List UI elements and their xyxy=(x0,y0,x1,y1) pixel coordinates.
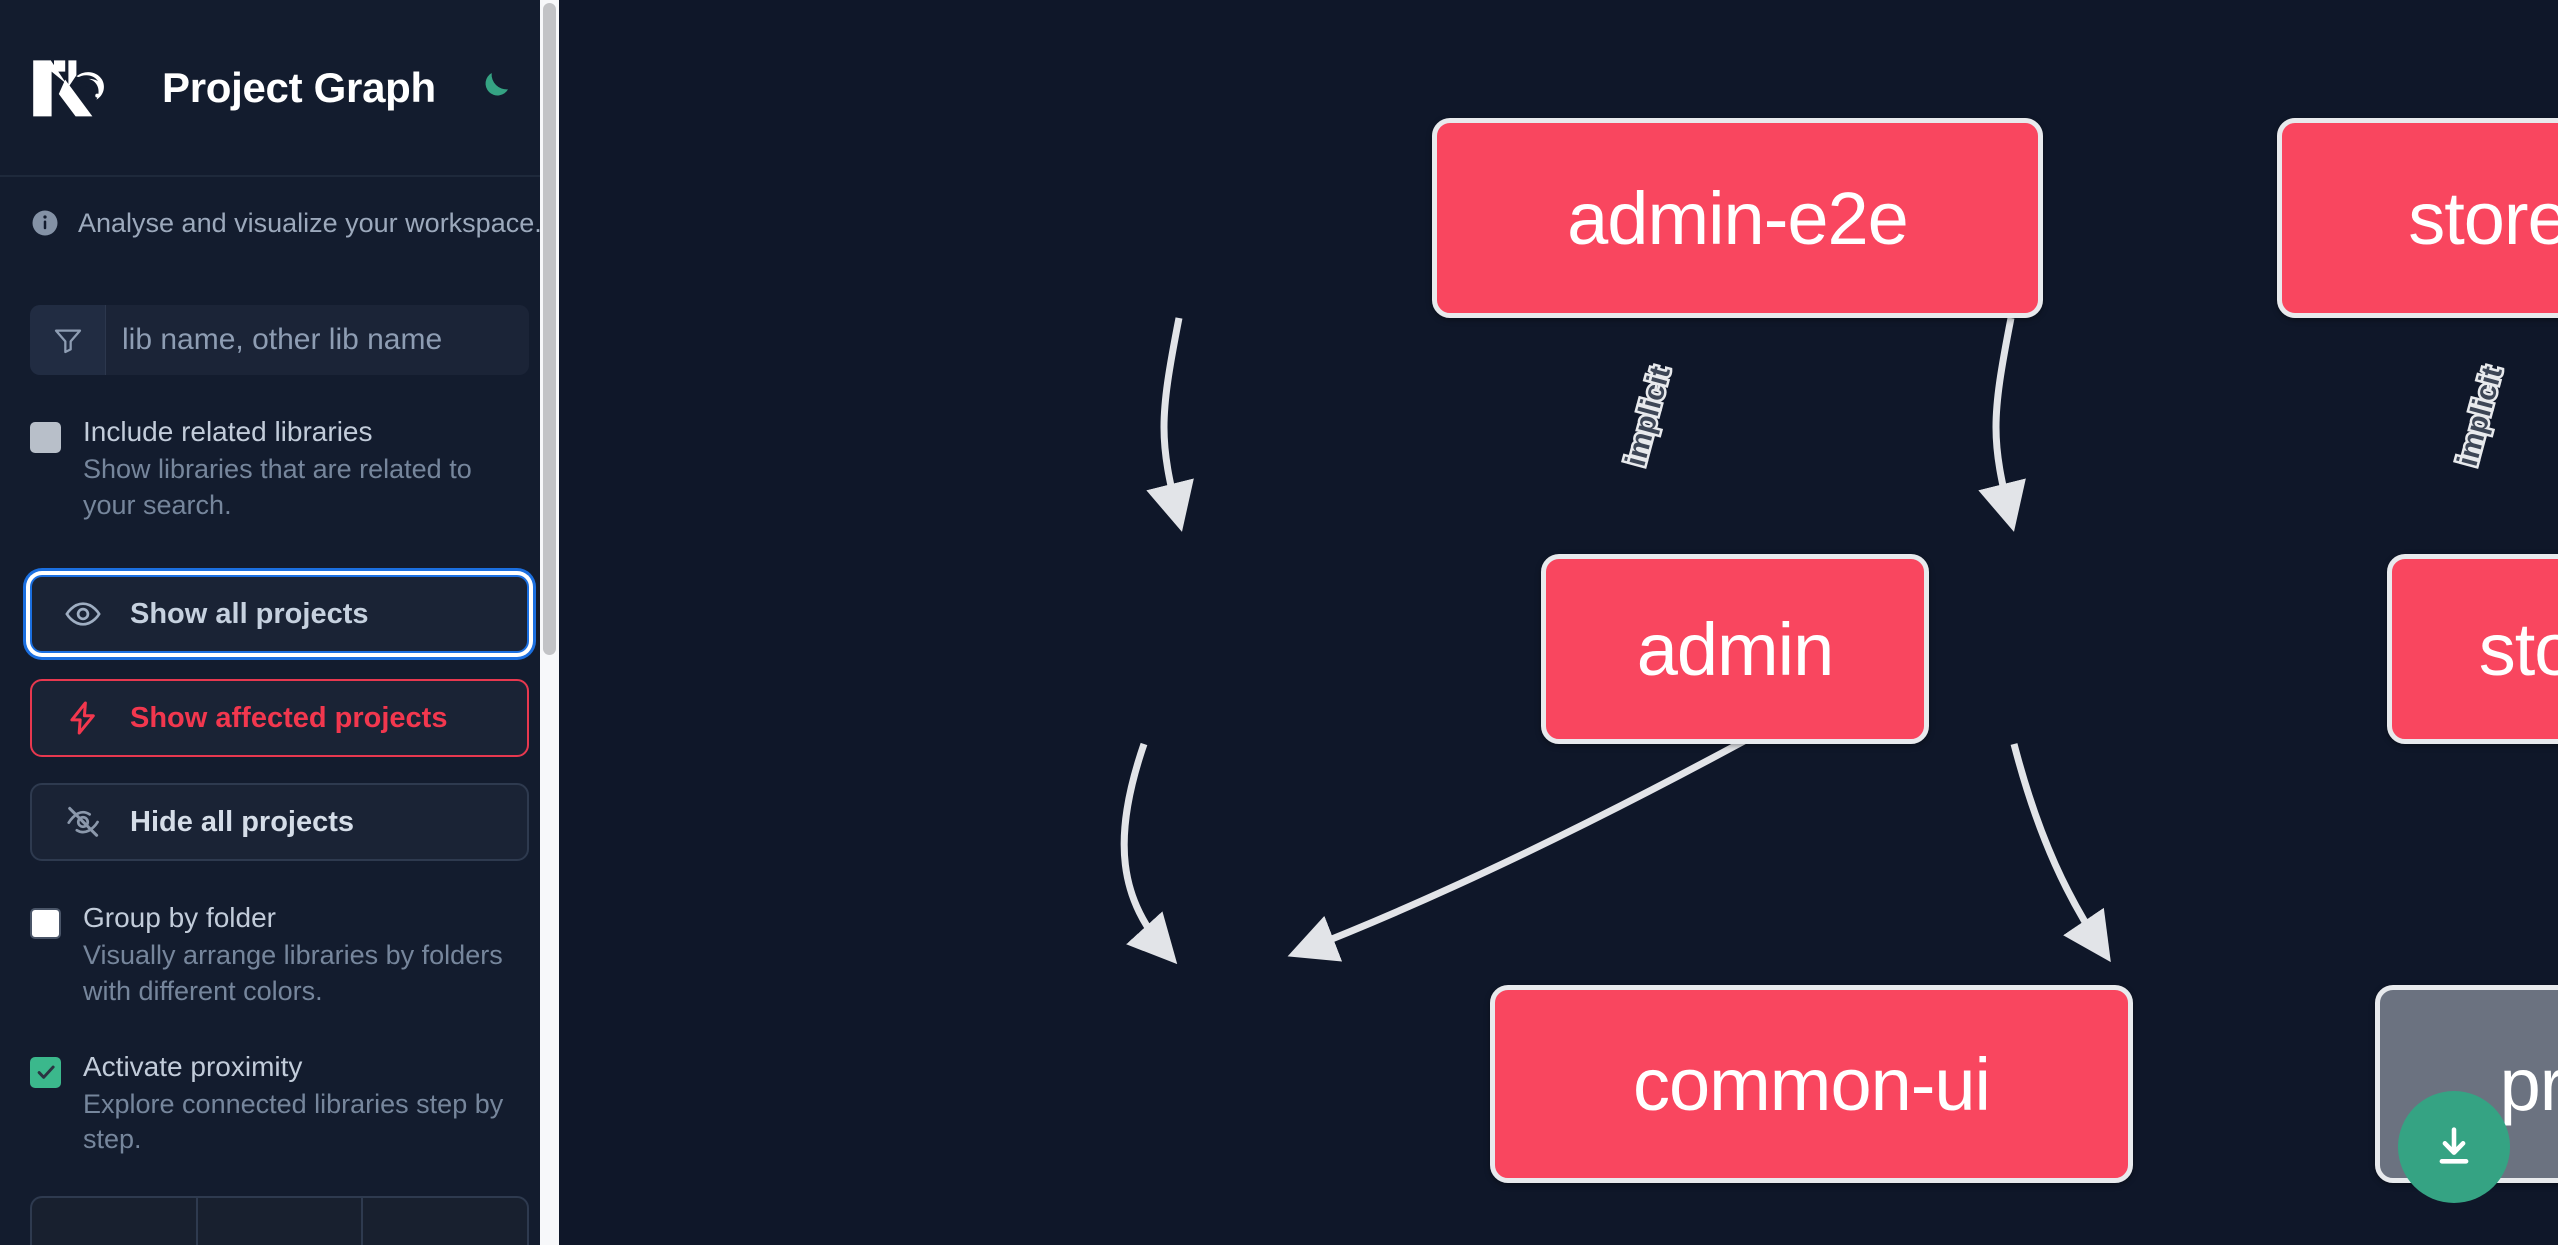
download-button[interactable] xyxy=(2398,1091,2510,1203)
check-icon xyxy=(37,1065,55,1079)
graph-node-admin-e2e[interactable]: admin-e2e xyxy=(1432,118,2043,318)
button-label: Hide all projects xyxy=(130,805,355,838)
sidebar-body: Analyse and visualize your workspace. In… xyxy=(0,177,559,1245)
sidebar: Project Graph Analyse and visualize your… xyxy=(0,0,559,1245)
checkbox-include-related-libraries[interactable]: Include related libraries Show libraries… xyxy=(30,415,529,523)
checkbox-group-by-folder[interactable]: Group by folder Visually arrange librari… xyxy=(30,901,529,1009)
filter-row xyxy=(30,305,529,375)
sidebar-scrollbar-track[interactable] xyxy=(540,0,559,1245)
checkbox-box[interactable] xyxy=(30,1056,61,1088)
edge-admin-to-common-ui xyxy=(1120,742,1178,965)
eye-off-icon xyxy=(64,803,102,841)
edge-store-e2e-to-store xyxy=(1978,317,2026,532)
node-label: common-ui xyxy=(1633,1042,1991,1126)
bottom-button-group-segment[interactable] xyxy=(30,1195,196,1245)
checkbox-description: Visually arrange libraries by folders wi… xyxy=(83,940,503,1006)
button-label: Show affected projects xyxy=(130,701,448,734)
node-label: store xyxy=(2478,607,2558,691)
checkbox-label: Group by folder xyxy=(83,902,276,934)
info-circle-icon xyxy=(30,208,60,238)
node-label: store-e2e xyxy=(2408,176,2558,260)
show-all-projects-button[interactable]: Show all projects xyxy=(30,575,529,654)
bottom-button-group-segment[interactable] xyxy=(195,1195,362,1245)
lightning-bolt-icon xyxy=(64,699,102,737)
checkbox-description: Explore connected libraries step by step… xyxy=(83,1088,504,1155)
moon-icon[interactable] xyxy=(470,65,516,111)
eye-icon xyxy=(64,595,102,633)
graph-node-store[interactable]: store xyxy=(2387,554,2558,744)
workspace-tagline: Analyse and visualize your workspace. xyxy=(30,177,542,269)
checkbox-activate-proximity[interactable]: Activate proximity Explore connected lib… xyxy=(30,1050,529,1158)
sidebar-scrollbar-thumb[interactable] xyxy=(543,3,556,655)
button-label: Show all projects xyxy=(130,597,369,630)
graph-node-store-e2e[interactable]: store-e2e xyxy=(2277,118,2558,318)
bottom-button-group-segment[interactable] xyxy=(361,1195,530,1245)
bottom-button-group[interactable] xyxy=(30,1195,530,1245)
funnel-filter-icon xyxy=(30,305,106,375)
edge-admin-e2e-to-admin xyxy=(1146,317,1194,532)
checkbox-box[interactable] xyxy=(30,422,61,453)
checkbox-box[interactable] xyxy=(30,908,61,940)
checkbox-label: Activate proximity xyxy=(83,1050,303,1082)
node-label: admin-e2e xyxy=(1567,176,1909,260)
checkbox-description: Show libraries that are related to your … xyxy=(83,454,472,520)
tagline-text: Analyse and visualize your workspace. xyxy=(78,207,542,238)
download-icon xyxy=(2439,1127,2469,1164)
node-label: products xyxy=(2499,1042,2558,1126)
graph-node-common-ui[interactable]: common-ui xyxy=(1490,985,2133,1183)
nx-logo-icon xyxy=(30,54,126,122)
graph-edge-layer xyxy=(1120,317,2111,965)
edge-store-to-products xyxy=(2010,743,2111,963)
hide-all-projects-button[interactable]: Hide all projects xyxy=(30,783,529,862)
graph-node-admin[interactable]: admin xyxy=(1541,554,1929,744)
page-title: Project Graph xyxy=(162,63,436,111)
sidebar-header: Project Graph xyxy=(0,0,559,177)
node-label: admin xyxy=(1636,607,1835,691)
checkbox-label: Include related libraries xyxy=(83,416,373,447)
graph-canvas[interactable]: admin-e2e store-e2e admin store common-u… xyxy=(559,0,2558,1245)
show-affected-projects-button[interactable]: Show affected projects xyxy=(30,679,529,758)
search-input[interactable] xyxy=(106,305,529,375)
